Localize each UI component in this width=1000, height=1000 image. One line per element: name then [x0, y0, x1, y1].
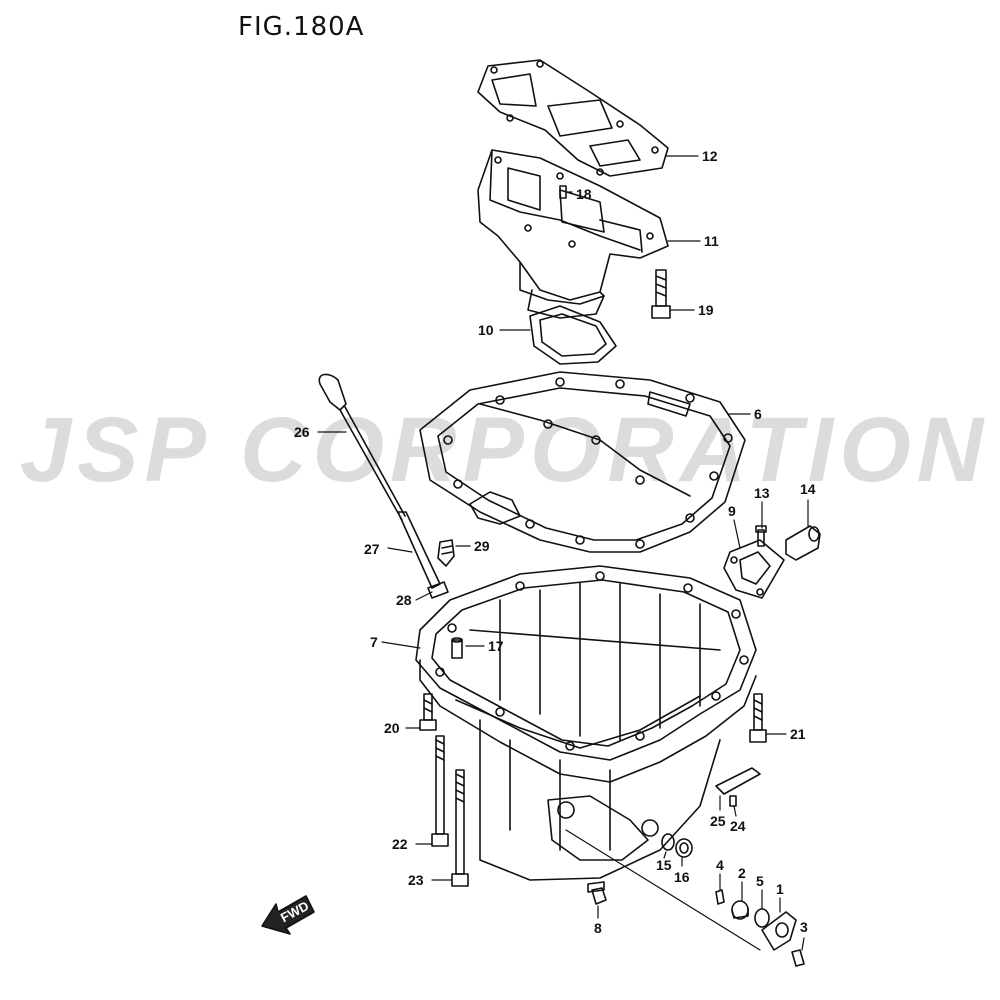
- callout-13: 13: [754, 485, 770, 501]
- part-13-screw: [755, 525, 767, 547]
- callout-15: 15: [656, 857, 672, 873]
- part-3-bolt: [791, 949, 805, 967]
- watermark: JSP CORPORATION: [20, 399, 990, 501]
- callout-10: 10: [478, 322, 494, 338]
- part-7-oil-pan: [415, 565, 757, 881]
- part-29-bolt: [437, 539, 455, 567]
- part-14-sensor: [785, 525, 821, 561]
- callout-8: 8: [594, 920, 602, 936]
- callout-11: 11: [704, 233, 719, 249]
- part-6-gasket: [419, 371, 746, 553]
- fwd-arrow: FWD: [261, 895, 315, 935]
- part-26-dipstick: [318, 373, 406, 521]
- part-9-cover: [723, 539, 785, 599]
- callout-labels: 12 18 11 19 10 6 26 13 14 9 27 29 28 7 1…: [294, 148, 816, 936]
- part-17-dowel: [451, 637, 463, 659]
- callout-7: 7: [370, 634, 378, 650]
- part-15-washer: [661, 833, 675, 851]
- callout-17: 17: [488, 638, 504, 654]
- callout-5: 5: [756, 873, 764, 889]
- callout-1: 1: [776, 881, 784, 897]
- part-20-bolt: [419, 693, 437, 731]
- part-28-oring: [427, 581, 449, 599]
- callout-22: 22: [392, 836, 408, 852]
- callout-21: 21: [790, 726, 806, 742]
- callout-2: 2: [738, 865, 746, 881]
- callout-25: 25: [710, 813, 726, 829]
- callout-26: 26: [294, 424, 310, 440]
- part-4-bolt: [715, 889, 725, 905]
- part-23-bolt: [451, 769, 469, 887]
- callout-3: 3: [800, 919, 808, 935]
- callout-18: 18: [576, 186, 592, 202]
- callout-14: 14: [800, 481, 816, 497]
- part-2-filter: [731, 900, 749, 920]
- part-16-plug: [675, 838, 693, 858]
- callout-24: 24: [730, 818, 746, 834]
- callout-12: 12: [702, 148, 718, 164]
- part-22-bolt: [431, 735, 449, 847]
- callout-9: 9: [728, 503, 736, 519]
- part-27-guide-tube: [397, 511, 441, 589]
- callout-27: 27: [364, 541, 380, 557]
- callout-16: 16: [674, 869, 690, 885]
- part-5-oring: [754, 908, 770, 928]
- part-1-cap: [761, 911, 797, 951]
- part-10-gasket: [529, 305, 617, 365]
- callout-28: 28: [396, 592, 412, 608]
- part-21-bolt: [749, 693, 767, 743]
- figure-title: FIG.180A: [238, 12, 365, 42]
- part-24-bolt: [729, 795, 737, 807]
- callout-6: 6: [754, 406, 762, 422]
- part-11-housing: [477, 149, 669, 319]
- callout-23: 23: [408, 872, 424, 888]
- callout-19: 19: [698, 302, 714, 318]
- leader-lines: [317, 155, 809, 951]
- part-12-gasket: [477, 59, 669, 177]
- callout-29: 29: [474, 538, 490, 554]
- callout-4: 4: [716, 857, 724, 873]
- part-8-bolt: [587, 881, 607, 905]
- part-19-bolt: [651, 269, 671, 319]
- part-25-bracket: [715, 767, 761, 795]
- callout-20: 20: [384, 720, 400, 736]
